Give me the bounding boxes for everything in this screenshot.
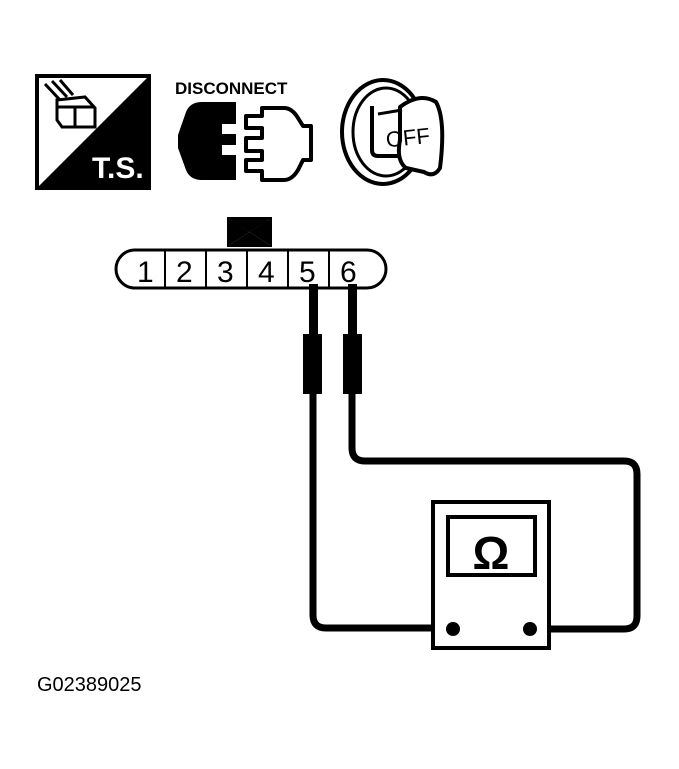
ts-icon: T.S.: [35, 74, 151, 190]
figure-id: G02389025: [37, 674, 142, 696]
connector: 1 2 3 4 5 6: [114, 217, 388, 290]
ohm-symbol-icon: Ω: [473, 527, 510, 579]
lead-pin-6: [348, 394, 641, 633]
meter-terminal-left: [446, 622, 460, 636]
lock-tab-icon: [227, 217, 272, 247]
harness-connector-icon: [43, 79, 97, 129]
ohmmeter: Ω: [431, 500, 551, 650]
pin-5: 5: [299, 256, 316, 289]
pin-3: 3: [217, 256, 234, 289]
pin-2: 2: [176, 256, 193, 289]
disconnect-icon: DISCONNECT: [175, 79, 313, 182]
disconnect-label: DISCONNECT: [175, 79, 288, 98]
probe-pin-5: [303, 284, 322, 394]
ignition-off-icon: OFF: [340, 78, 445, 186]
ts-label: T.S.: [92, 152, 144, 185]
off-label: OFF: [385, 123, 431, 152]
meter-terminal-right: [523, 622, 537, 636]
lead-pin-5: [309, 394, 455, 632]
pin-6: 6: [340, 256, 357, 289]
pin-1: 1: [137, 256, 154, 289]
probe-pin-6: [343, 284, 362, 394]
pin-4: 4: [258, 256, 275, 289]
